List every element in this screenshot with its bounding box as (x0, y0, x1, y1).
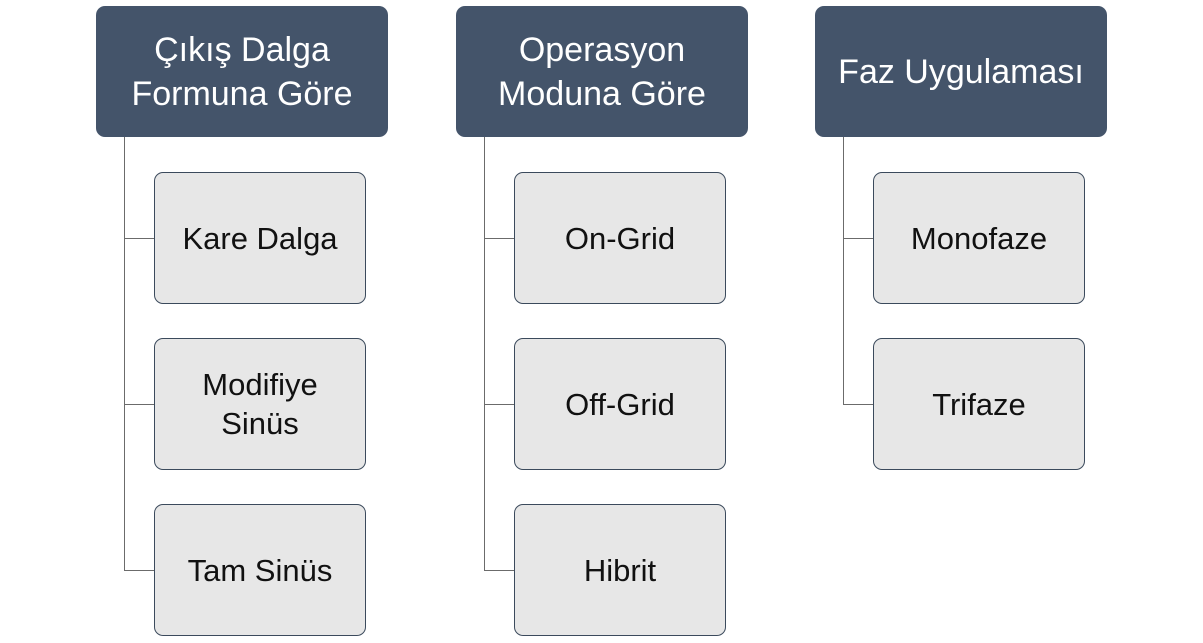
connector-horizontal (124, 238, 154, 239)
category-header: Çıkış Dalga Formuna Göre (96, 6, 388, 137)
category-operation-mode: Operasyon Moduna Göre On-Grid Off-Grid H… (456, 0, 756, 643)
subcategory-box: Hibrit (514, 504, 726, 636)
connector-vertical (843, 137, 844, 404)
subcategory-box: Off-Grid (514, 338, 726, 470)
connector-horizontal (484, 238, 514, 239)
connector-horizontal (843, 404, 873, 405)
category-header: Faz Uygulaması (815, 6, 1107, 137)
subcategory-box: Tam Sinüs (154, 504, 366, 636)
connector-horizontal (484, 570, 514, 571)
connector-horizontal (843, 238, 873, 239)
category-phase: Faz Uygulaması Monofaze Trifaze (815, 0, 1115, 643)
connector-horizontal (484, 404, 514, 405)
subcategory-box: On-Grid (514, 172, 726, 304)
connector-vertical (124, 137, 125, 570)
subcategory-box: Modifiye Sinüs (154, 338, 366, 470)
subcategory-box: Monofaze (873, 172, 1085, 304)
subcategory-box: Kare Dalga (154, 172, 366, 304)
category-waveform: Çıkış Dalga Formuna Göre Kare Dalga Modi… (96, 0, 396, 643)
subcategory-box: Trifaze (873, 338, 1085, 470)
connector-horizontal (124, 570, 154, 571)
category-header: Operasyon Moduna Göre (456, 6, 748, 137)
connector-vertical (484, 137, 485, 570)
connector-horizontal (124, 404, 154, 405)
